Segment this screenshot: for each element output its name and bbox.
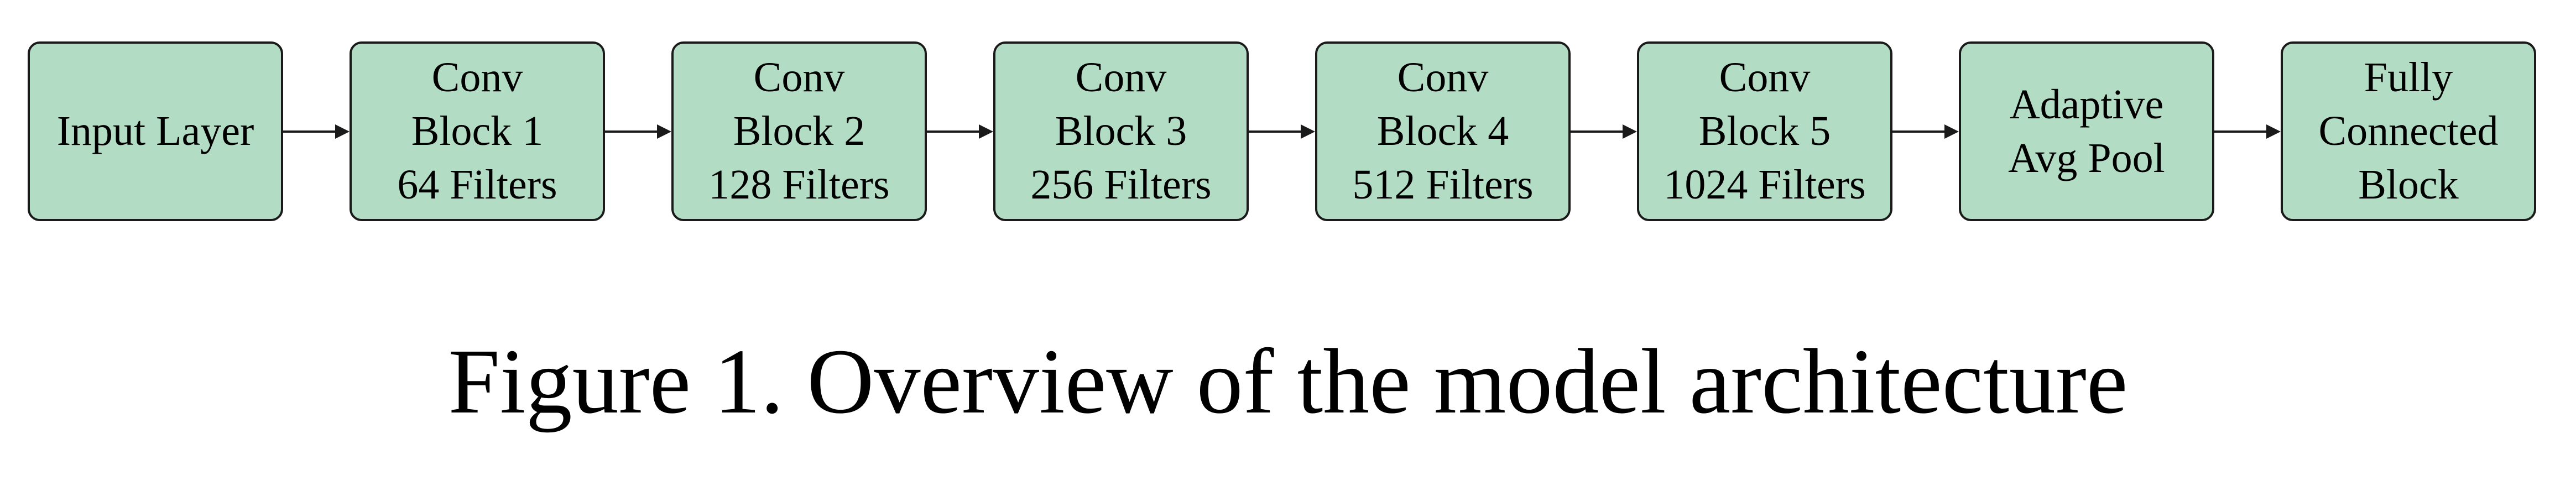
block-label-line: 128 Filters bbox=[708, 161, 890, 208]
figure-caption: Figure 1. Overview of the model architec… bbox=[448, 330, 2128, 433]
arrow-right-icon bbox=[2214, 124, 2281, 139]
arrow-right-icon bbox=[605, 124, 671, 139]
arrow-right-icon bbox=[927, 124, 993, 139]
adaptive-avg-pool-block: Adaptive Avg Pool bbox=[1959, 41, 2214, 221]
block-label-line: Block 5 bbox=[1698, 108, 1831, 154]
block-label-line: Block 1 bbox=[411, 108, 544, 154]
fully-connected-block: Fully Connected Block bbox=[2281, 41, 2536, 221]
block-label-line: Avg Pool bbox=[2008, 134, 2165, 181]
conv-block-5: Conv Block 5 1024 Filters bbox=[1637, 41, 1892, 221]
block-label-line: Block 4 bbox=[1376, 108, 1509, 154]
block-label-line: Block bbox=[2358, 161, 2459, 208]
block-label-line: Conv bbox=[431, 54, 523, 101]
block-label-line: 64 Filters bbox=[397, 161, 557, 208]
block-label-line: Connected bbox=[2318, 108, 2499, 154]
block-label-line: Block 2 bbox=[733, 108, 865, 154]
block-label-line: Block 3 bbox=[1055, 108, 1187, 154]
conv-block-3: Conv Block 3 256 Filters bbox=[993, 41, 1249, 221]
block-label-line: Conv bbox=[1719, 54, 1811, 101]
arrow-right-icon bbox=[1249, 124, 1315, 139]
block-label-line: Conv bbox=[753, 54, 845, 101]
block-label-line: Conv bbox=[1075, 54, 1167, 101]
block-label-line: 512 Filters bbox=[1352, 161, 1534, 208]
conv-block-1: Conv Block 1 64 Filters bbox=[350, 41, 605, 221]
arrow-right-icon bbox=[1892, 124, 1959, 139]
block-label-line: Adaptive bbox=[2009, 81, 2164, 128]
block-label-line: Fully bbox=[2364, 54, 2453, 101]
block-label-line: 256 Filters bbox=[1030, 161, 1212, 208]
block-label-line: Conv bbox=[1397, 54, 1489, 101]
arrow-right-icon bbox=[1571, 124, 1637, 139]
conv-block-4: Conv Block 4 512 Filters bbox=[1315, 41, 1571, 221]
block-label-line: Input Layer bbox=[56, 108, 254, 154]
arrow-right-icon bbox=[283, 124, 350, 139]
block-label-line: 1024 Filters bbox=[1664, 161, 1866, 208]
input-layer-block: Input Layer bbox=[28, 41, 283, 221]
conv-block-2: Conv Block 2 128 Filters bbox=[671, 41, 927, 221]
